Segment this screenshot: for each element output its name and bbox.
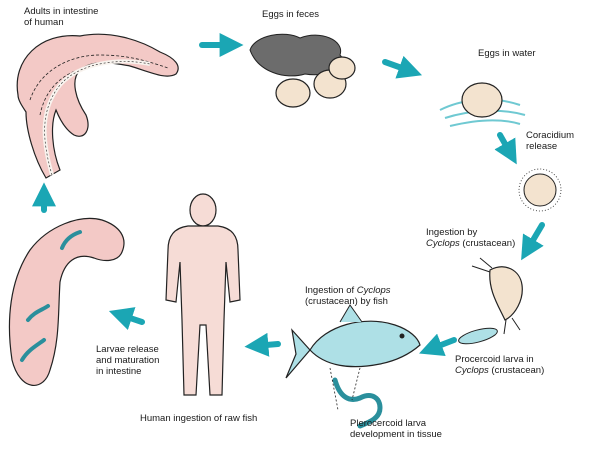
coracidium-illustration — [518, 168, 562, 212]
arrow-feces-to-water — [382, 55, 423, 79]
arrow-water-to-coracidium — [494, 132, 517, 165]
arrow-fish-to-human — [244, 332, 281, 357]
egg-in-water-illustration — [439, 82, 526, 127]
eggs-in-feces-illustration — [249, 33, 356, 108]
eggs-in-water-label: Eggs in water — [478, 48, 536, 59]
arrow-cyclops-to-fish — [419, 333, 457, 357]
plerocercoid-larva-illustration — [329, 367, 383, 429]
larvae-release-label: Larvae release and maturation in intesti… — [96, 344, 160, 377]
ingestion-by-cyclops-label: Ingestion by Cyclops (crustacean) — [426, 227, 516, 249]
arrow-human-to-intestine — [108, 307, 145, 330]
plerocercoid-label: Plerocercoid larva development in tissue — [350, 418, 442, 440]
coracidium-label: Coracidium release — [526, 130, 575, 152]
ingestion-by-fish-label: Ingestion of Cyclops (crustacean) by fis… — [305, 285, 391, 307]
adults-label: Adults in intestine of human — [24, 6, 99, 28]
human-ingestion-label: Human ingestion of raw fish — [140, 413, 258, 424]
adult-intestine-illustration — [16, 33, 179, 179]
procercoid-label: Procercoid larva in Cyclops (crustacean) — [455, 354, 545, 376]
larvae-intestine-illustration — [8, 217, 125, 387]
procercoid-larva-illustration — [458, 327, 498, 345]
eggs-in-feces-label: Eggs in feces — [262, 9, 320, 20]
fish-illustration — [285, 304, 421, 379]
human-figure-illustration — [165, 193, 241, 396]
arrow-coracidium-to-cyclops — [521, 222, 545, 261]
cyclops-illustration — [471, 257, 523, 335]
cycle-arrows — [32, 33, 545, 357]
